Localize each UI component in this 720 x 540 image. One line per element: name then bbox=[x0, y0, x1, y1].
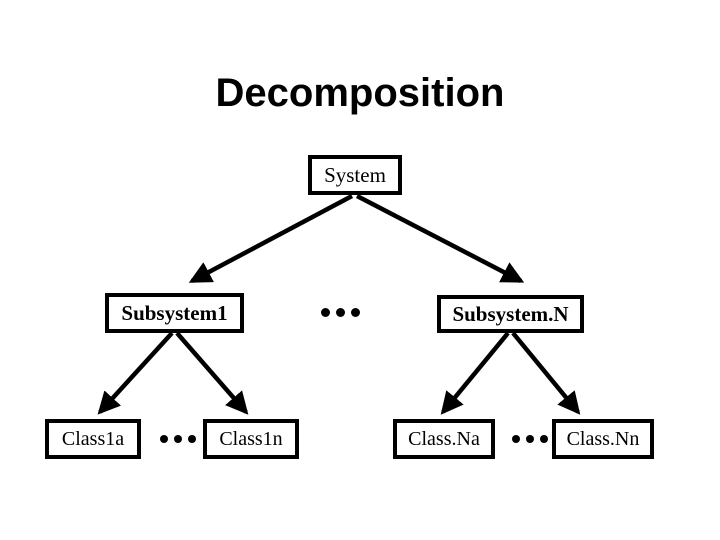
ellipsis-dot bbox=[336, 307, 345, 317]
node-classnn-label: Class.Nn bbox=[566, 427, 640, 450]
edge-system-to-subsystem1 bbox=[188, 194, 354, 283]
edge-subsystemn-to-classnn bbox=[511, 331, 581, 415]
ellipsis-dot bbox=[321, 307, 330, 317]
edge-subsystem1-to-class1n bbox=[175, 331, 249, 415]
node-class1n-label: Class1n bbox=[219, 427, 283, 450]
node-subsystem1-label: Subsystem1 bbox=[121, 300, 228, 325]
node-classna-label: Class.Na bbox=[408, 427, 480, 450]
ellipsis-dot bbox=[511, 435, 520, 443]
ellipsis-dot bbox=[539, 435, 548, 443]
node-class1a-label: Class1a bbox=[61, 427, 125, 450]
ellipsis-dot bbox=[173, 435, 182, 443]
ellipsis-dot bbox=[351, 307, 360, 317]
edge-system-to-subsystemn bbox=[355, 194, 525, 283]
ellipsis-level3-left bbox=[156, 427, 199, 451]
ellipsis-dot bbox=[187, 435, 196, 443]
ellipsis-dot bbox=[525, 435, 534, 443]
node-classna[interactable]: Class.Na bbox=[393, 419, 495, 459]
node-classnn[interactable]: Class.Nn bbox=[552, 419, 654, 459]
node-class1n[interactable]: Class1n bbox=[203, 419, 299, 459]
node-subsystem1[interactable]: Subsystem1 bbox=[105, 293, 244, 333]
ellipsis-dot bbox=[159, 435, 168, 443]
node-class1a[interactable]: Class1a bbox=[45, 419, 141, 459]
node-system[interactable]: System bbox=[308, 155, 402, 195]
edge-subsystemn-to-classna bbox=[440, 331, 510, 415]
edge-subsystem1-to-class1a bbox=[97, 331, 174, 415]
page-title: Decomposition bbox=[215, 71, 505, 115]
ellipsis-level3-right bbox=[508, 427, 551, 451]
node-subsystemn[interactable]: Subsystem.N bbox=[437, 295, 584, 333]
node-system-label: System bbox=[324, 162, 386, 187]
node-subsystemn-label: Subsystem.N bbox=[452, 301, 569, 326]
ellipsis-level2-middle bbox=[318, 300, 363, 324]
